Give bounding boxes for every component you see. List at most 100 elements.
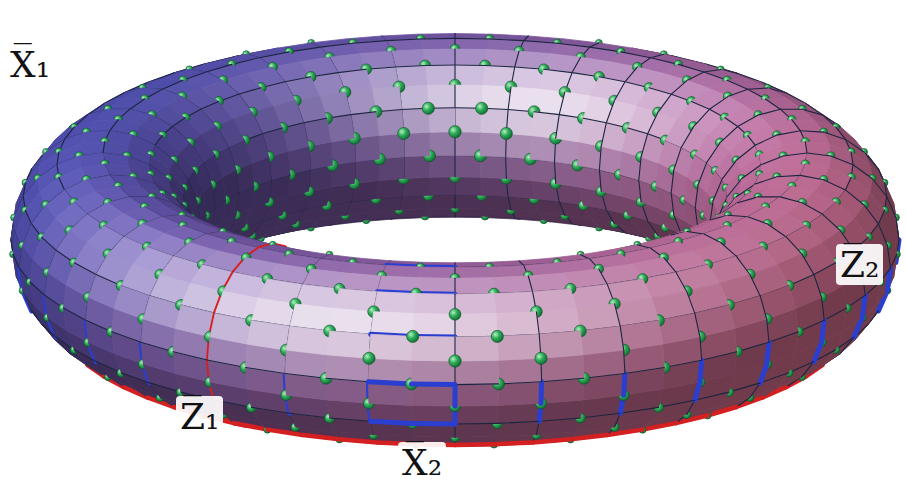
grid-line xyxy=(824,180,846,190)
surface-patch xyxy=(497,403,541,423)
grid-line xyxy=(262,128,282,134)
qubit-dot xyxy=(500,127,512,139)
grid-line xyxy=(524,36,529,41)
surface-patch xyxy=(455,423,497,437)
surface-patch xyxy=(414,294,455,315)
grid-line xyxy=(539,418,580,421)
grid-line xyxy=(505,157,507,179)
surface-patch xyxy=(455,336,498,361)
grid-line xyxy=(590,43,599,47)
surface-patch xyxy=(368,382,411,406)
grid-line xyxy=(792,120,800,131)
grid-line xyxy=(700,337,702,360)
grid-line xyxy=(722,160,736,179)
grid-line xyxy=(524,41,558,44)
grid-line xyxy=(695,185,698,208)
grid-line xyxy=(455,442,494,447)
grid-line xyxy=(340,439,378,442)
grid-line xyxy=(625,368,664,374)
surface-patch xyxy=(536,308,580,334)
grid-line xyxy=(658,94,672,112)
grid-line xyxy=(490,39,524,41)
grid-line xyxy=(559,202,565,216)
grid-line xyxy=(320,43,353,47)
grid-line xyxy=(851,152,853,165)
grid-line xyxy=(583,118,606,123)
grid-line xyxy=(641,134,648,157)
surface-patch xyxy=(496,421,539,436)
grid-line xyxy=(625,67,637,82)
grid-line xyxy=(30,282,45,295)
grid-line xyxy=(750,275,760,296)
surface-patch xyxy=(492,442,533,445)
grid-line xyxy=(421,38,456,40)
grid-line xyxy=(702,352,737,361)
grid-line xyxy=(425,64,455,66)
surface-patch xyxy=(421,38,456,49)
grid-line xyxy=(621,52,651,58)
grid-line xyxy=(651,54,664,58)
grid-line xyxy=(304,118,327,123)
grid-line xyxy=(725,118,738,127)
grid-line xyxy=(695,313,700,336)
surface-patch xyxy=(455,267,492,278)
grid-line xyxy=(289,47,320,52)
qubit-dot xyxy=(449,308,461,320)
grid-line xyxy=(103,142,105,153)
grid-line xyxy=(303,435,340,439)
surface-patch xyxy=(368,358,411,384)
surface-patch xyxy=(494,292,536,314)
surface-patch xyxy=(412,384,456,406)
grid-line xyxy=(769,332,798,343)
surface-patch xyxy=(413,314,455,337)
grid-line xyxy=(559,92,565,114)
grid-line xyxy=(814,263,836,275)
grid-line xyxy=(780,197,802,203)
grid-line xyxy=(831,156,853,165)
grid-line xyxy=(748,217,768,224)
grid-line xyxy=(862,295,865,317)
grid-line xyxy=(704,70,721,73)
surface-patch xyxy=(382,34,421,40)
surface-patch xyxy=(455,405,498,424)
surface-patch xyxy=(490,34,529,40)
grid-line xyxy=(534,112,559,115)
grid-line xyxy=(700,360,702,382)
grid-line xyxy=(760,364,767,383)
grid-line xyxy=(454,195,455,208)
grid-line xyxy=(155,136,162,146)
grid-line xyxy=(736,145,755,160)
grid-line xyxy=(25,210,31,224)
grid-line xyxy=(620,407,658,413)
surface-patch xyxy=(455,444,494,446)
grid-line xyxy=(395,66,425,68)
surface-patch xyxy=(369,403,413,423)
grid-line xyxy=(671,80,687,94)
grid-line xyxy=(822,297,825,320)
surface-patch xyxy=(455,278,494,295)
surface-patch xyxy=(286,326,329,355)
grid-line xyxy=(748,136,755,146)
grid-line xyxy=(758,196,780,197)
grid-line xyxy=(206,64,232,72)
grid-line xyxy=(454,49,455,65)
grid-line xyxy=(659,400,695,407)
grid-line xyxy=(599,170,601,192)
surface-patch xyxy=(760,286,796,319)
grid-line xyxy=(508,87,511,110)
grid-line xyxy=(721,243,737,257)
grid-line xyxy=(556,115,560,139)
grid-line xyxy=(687,291,695,313)
surface-patch xyxy=(455,38,490,49)
grid-line xyxy=(173,352,208,361)
torus-surface xyxy=(10,34,901,449)
grid-line xyxy=(728,89,748,96)
grid-line xyxy=(536,312,539,335)
grid-line xyxy=(671,170,674,193)
grid-line xyxy=(259,52,289,58)
grid-line xyxy=(386,39,420,41)
grid-line xyxy=(761,156,783,165)
grid-line xyxy=(755,135,777,145)
